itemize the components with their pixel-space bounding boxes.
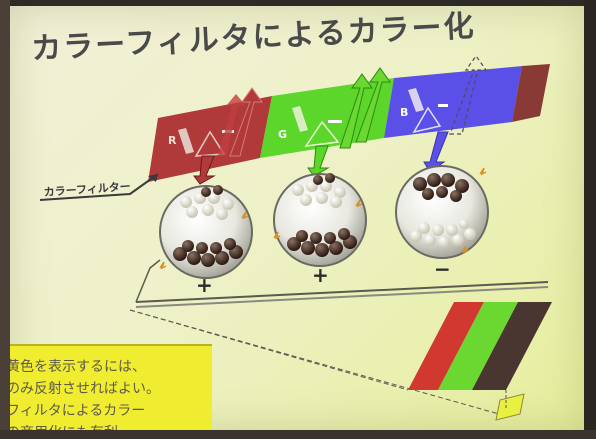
caption-line: フィルタによるカラー — [10, 403, 146, 419]
caption-line: 黄色を表示するには、 — [10, 359, 146, 375]
color-filter-diagram: R G B — [39, 54, 552, 421]
filter-letter-b: B — [400, 106, 408, 119]
frame-edge-left — [0, 0, 10, 439]
stripe-dark — [472, 302, 552, 390]
particles-top-white — [292, 173, 346, 208]
filter-label-arrowhead — [148, 174, 158, 182]
particles-bottom-white — [410, 219, 476, 248]
filter-letter-r: R — [168, 134, 177, 147]
frame-edge-right — [584, 0, 596, 439]
filter-brown-end — [512, 64, 550, 122]
stripe-sample-square — [495, 393, 525, 421]
charge-mark-2: + — [312, 263, 329, 287]
stripe-red — [408, 302, 484, 390]
stripe-green — [438, 302, 518, 390]
light-arrows — [193, 54, 488, 185]
rgb-stripe-panel — [408, 302, 552, 421]
projected-slide: カラーフィルタによるカラー化 — [10, 6, 584, 430]
particles-bottom-black — [287, 228, 357, 257]
caption-box: 黄色を表示するには、 のみ反射させればよい。 フィルタによるカラー の商用化にも… — [10, 344, 212, 430]
microcapsule-3 — [395, 165, 489, 259]
filter-blue-segment — [384, 66, 522, 138]
charge-mark-3: − — [434, 257, 451, 281]
particles-top-black — [413, 173, 469, 202]
zoom-guides — [129, 309, 507, 417]
microcapsule-2 — [273, 173, 367, 267]
caption-line: のみ反射させればよい。 — [10, 381, 160, 397]
filter-highlight — [292, 106, 308, 132]
filter-label-pointer — [39, 173, 159, 201]
charge-mark-1: + — [196, 273, 213, 297]
microcapsule-1 — [159, 185, 253, 279]
electrode-plate — [135, 259, 549, 308]
particles-top-white — [180, 185, 234, 220]
filter-label: カラーフィルター — [43, 180, 131, 199]
caption-line: の商用化にも有利 — [10, 422, 118, 430]
frame-edge-bottom — [0, 430, 596, 439]
filter-highlight — [178, 128, 194, 154]
filter-highlight — [408, 88, 424, 112]
filter-letter-g: G — [278, 128, 287, 141]
particles-bottom-black — [173, 238, 243, 267]
filter-triangles — [194, 104, 448, 157]
